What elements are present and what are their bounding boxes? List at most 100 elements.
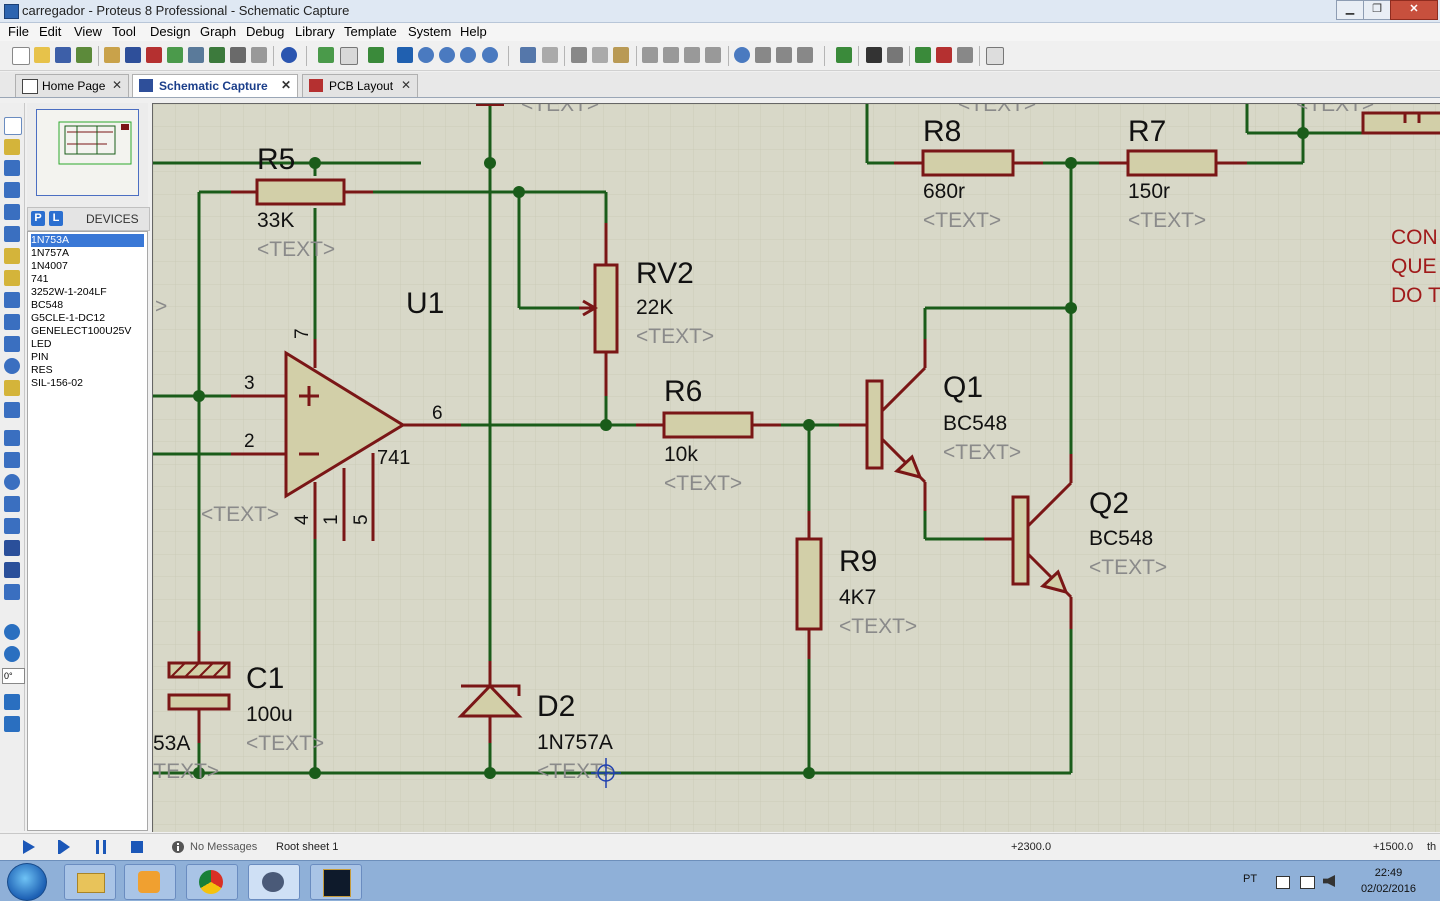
maximize-button[interactable]: ❐ <box>1363 0 1391 20</box>
flag-icon[interactable] <box>1276 876 1290 889</box>
subcircuit-icon[interactable] <box>4 248 20 264</box>
device-item[interactable]: BC548 <box>31 299 64 311</box>
rotation-field[interactable]: 0° <box>2 668 25 684</box>
open-folder-icon[interactable] <box>34 47 50 63</box>
network-icon[interactable] <box>1300 876 1315 889</box>
device-item[interactable]: RES <box>31 364 53 376</box>
pick-devices-button[interactable]: P <box>31 211 45 226</box>
schematic-icon[interactable] <box>125 47 141 63</box>
symbol-tool-icon[interactable] <box>4 562 20 578</box>
language-indicator[interactable]: PT <box>1243 873 1258 885</box>
zoom-in-icon[interactable] <box>418 47 434 63</box>
help-icon[interactable] <box>281 47 297 63</box>
wire-autorouter-icon[interactable] <box>836 47 852 63</box>
junction-dot-icon[interactable] <box>4 160 20 176</box>
netlist-icon[interactable] <box>986 47 1004 65</box>
remove-sheet-icon[interactable] <box>936 47 952 63</box>
zoom-all-icon[interactable] <box>460 47 476 63</box>
exit-to-parent-icon[interactable] <box>957 47 973 63</box>
design-explorer-icon[interactable] <box>251 47 267 63</box>
volume-icon[interactable] <box>1323 875 1335 887</box>
cut-icon[interactable] <box>571 47 587 63</box>
wire-label-icon[interactable] <box>4 182 20 198</box>
zoom-out-icon[interactable] <box>439 47 455 63</box>
device-item[interactable]: 1N757A <box>31 247 69 259</box>
flip-horizontal-icon[interactable] <box>4 694 20 710</box>
library-manager-button[interactable]: L <box>49 211 63 226</box>
block-rotate-icon[interactable] <box>684 47 700 63</box>
source-code-icon[interactable] <box>230 47 246 63</box>
tape-recorder-icon[interactable] <box>4 336 20 352</box>
pcb-icon[interactable] <box>146 47 162 63</box>
zoom-area-icon[interactable] <box>482 47 498 63</box>
search-tag-icon[interactable] <box>866 47 882 63</box>
rotate-anticlockwise-icon[interactable] <box>4 646 20 662</box>
graph-mode-icon[interactable] <box>4 314 20 330</box>
schematic-canvas[interactable]: R5 33K RV2 22K U1 741 R6 10k Q1 BC548 Q2… <box>152 103 1440 832</box>
make-device-icon[interactable] <box>755 47 771 63</box>
rotate-clockwise-icon[interactable] <box>4 624 20 640</box>
taskbar-league[interactable] <box>310 864 362 900</box>
menu-debug[interactable]: Debug <box>246 24 285 39</box>
flip-vertical-icon[interactable] <box>4 716 20 732</box>
close-button[interactable]: ✕ <box>1390 0 1438 20</box>
menu-library[interactable]: Library <box>295 24 335 39</box>
import-icon[interactable] <box>76 47 92 63</box>
home-page-icon[interactable] <box>104 47 120 63</box>
virtual-instruments-icon[interactable] <box>4 402 20 418</box>
step-icon[interactable] <box>58 840 72 854</box>
close-tab-icon[interactable]: ✕ <box>280 78 291 92</box>
component-mode-icon[interactable] <box>4 139 20 155</box>
stop-icon[interactable] <box>130 840 144 854</box>
grid-toggle-icon[interactable] <box>340 47 358 65</box>
box-tool-icon[interactable] <box>4 452 20 468</box>
play-icon[interactable] <box>22 840 36 854</box>
overview-window[interactable] <box>36 109 139 196</box>
line-tool-icon[interactable] <box>4 430 20 446</box>
marker-tool-icon[interactable] <box>4 584 20 600</box>
menu-system[interactable]: System <box>408 24 452 39</box>
tab-pcb-layout[interactable]: PCB Layout ✕ <box>302 74 418 97</box>
buses-icon[interactable] <box>4 226 20 242</box>
tab-schematic-capture[interactable]: Schematic Capture ✕ <box>132 74 298 97</box>
arc-tool-icon[interactable] <box>4 496 20 512</box>
paste-icon[interactable] <box>613 47 629 63</box>
taskbar-chrome[interactable] <box>186 864 238 900</box>
menu-edit[interactable]: Edit <box>39 24 62 39</box>
close-tab-icon[interactable]: ✕ <box>400 78 411 92</box>
block-copy-icon[interactable] <box>642 47 658 63</box>
device-item[interactable]: 3252W-1-204LF <box>31 286 107 298</box>
pause-icon[interactable] <box>94 840 108 854</box>
device-item[interactable]: SIL-156-02 <box>31 377 83 389</box>
decompose-icon[interactable] <box>797 47 813 63</box>
device-item[interactable]: PIN <box>31 351 49 363</box>
taskbar-proteus[interactable] <box>248 864 300 900</box>
taskbar-explorer[interactable] <box>64 864 116 900</box>
taskbar-media-player[interactable] <box>124 864 176 900</box>
start-button[interactable] <box>7 863 47 901</box>
menu-design[interactable]: Design <box>150 24 191 39</box>
terminals-icon[interactable] <box>4 270 20 286</box>
messages-status[interactable]: No Messages <box>190 841 258 853</box>
device-item[interactable]: GENELECT100U25V <box>31 325 132 337</box>
undo-icon[interactable] <box>520 47 536 63</box>
path-tool-icon[interactable] <box>4 518 20 534</box>
tab-home-page[interactable]: Home Page ✕ <box>15 74 129 97</box>
device-item[interactable]: 1N753A <box>31 234 144 247</box>
voltage-probe-icon[interactable] <box>4 380 20 396</box>
text-tool-icon[interactable] <box>4 540 20 556</box>
packaging-tool-icon[interactable] <box>776 47 792 63</box>
menu-file[interactable]: File <box>8 24 29 39</box>
pick-device-icon[interactable] <box>734 47 750 63</box>
origin-icon[interactable] <box>368 47 384 63</box>
device-item[interactable]: G5CLE-1-DC12 <box>31 312 106 324</box>
bom-icon[interactable] <box>209 47 225 63</box>
copy-icon[interactable] <box>592 47 608 63</box>
menu-help[interactable]: Help <box>460 24 487 39</box>
new-file-icon[interactable] <box>12 47 30 65</box>
property-assignment-icon[interactable] <box>887 47 903 63</box>
menu-template[interactable]: Template <box>344 24 397 39</box>
device-item[interactable]: LED <box>31 338 52 350</box>
menu-tool[interactable]: Tool <box>112 24 136 39</box>
menu-view[interactable]: View <box>74 24 102 39</box>
